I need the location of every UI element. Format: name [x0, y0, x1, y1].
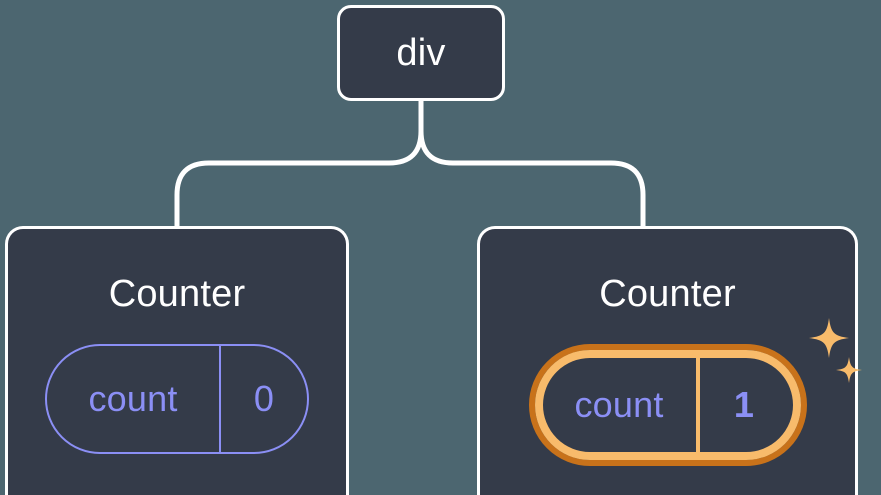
- state-value-right: 1: [695, 358, 789, 452]
- sparkle-small-icon: [835, 357, 862, 383]
- node-counter-left[interactable]: Counter count 0: [5, 226, 349, 495]
- node-counter-left-title: Counter: [108, 273, 246, 315]
- node-div-title: div: [396, 32, 446, 74]
- connector-to-right-child: [418, 128, 646, 229]
- state-value-left: 0: [219, 346, 307, 452]
- state-key-right: count: [574, 384, 664, 425]
- state-pill-wrapper-left: count 0: [45, 344, 309, 454]
- node-counter-right[interactable]: Counter count 1: [477, 226, 862, 495]
- state-key-left: count: [88, 378, 178, 419]
- state-pill-right-inner-ring: count 1: [534, 350, 801, 460]
- state-pill-right[interactable]: count 1: [528, 344, 807, 466]
- state-pill-left[interactable]: count 0: [45, 344, 309, 454]
- node-counter-right-title: Counter: [599, 273, 736, 315]
- sparkle-large-icon: [808, 318, 849, 358]
- state-pill-wrapper-right: count 1: [528, 318, 862, 466]
- sparkles-icon: [808, 318, 862, 383]
- node-div[interactable]: div: [337, 5, 505, 101]
- connector-to-left-child: [174, 128, 424, 229]
